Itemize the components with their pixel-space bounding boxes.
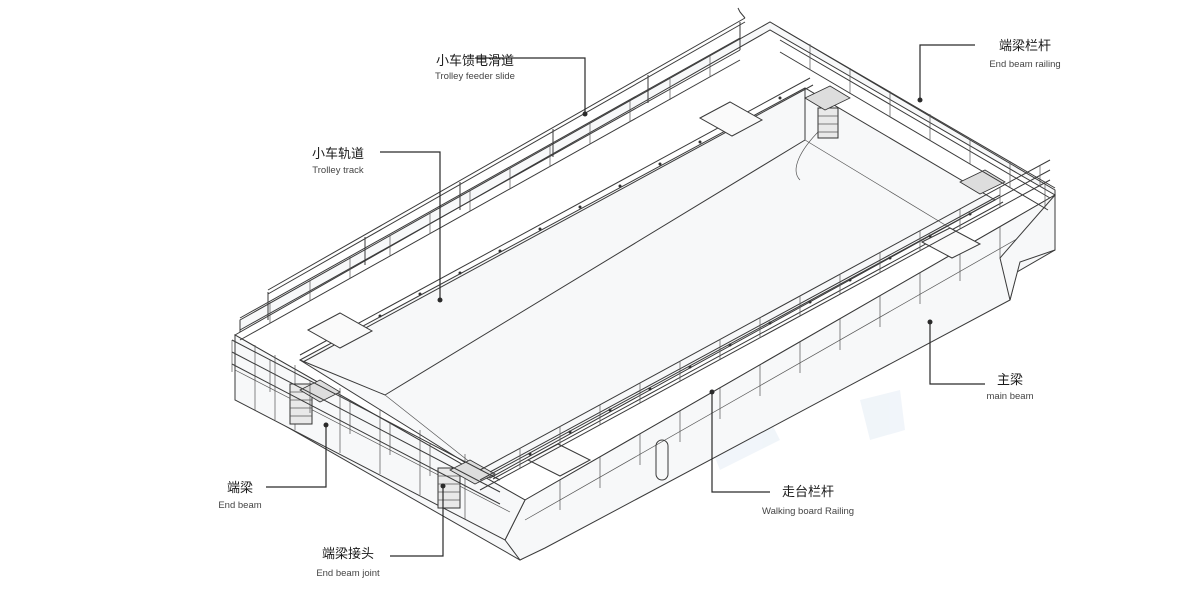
hatch-near-right	[920, 227, 982, 259]
callout-walking-board-railing: 走台栏杆 Walking board Railing	[709, 389, 854, 517]
end-beam-railing-right	[779, 27, 1056, 211]
callout-end-beam-joint: 端梁接头 End beam joint	[316, 483, 446, 579]
callout-end-beam-railing: 端梁栏杆 End beam railing	[917, 39, 1061, 103]
label-end-beam-railing-cn: 端梁栏杆	[999, 39, 1051, 54]
label-end-beam-joint-cn: 端梁接头	[322, 546, 374, 562]
callout-main-beam: 主梁 main beam	[927, 319, 1034, 402]
callout-trolley-track: 小车轨道 Trolley track	[312, 146, 443, 303]
hatch-far-left	[306, 312, 374, 349]
hatch-far-right	[698, 101, 764, 137]
end-beam-railing-left	[231, 339, 501, 505]
label-walking-board-railing-en: Walking board Railing	[762, 506, 854, 517]
label-main-beam-en: main beam	[987, 391, 1034, 402]
hatch-near-left	[526, 443, 592, 477]
end-beam-joint-right	[817, 107, 839, 139]
label-trolley-track-cn: 小车轨道	[312, 146, 364, 162]
label-end-beam-en: End beam	[218, 500, 261, 511]
far-main-beam-inner-wall	[299, 88, 806, 396]
label-trolley-track-en: Trolley track	[312, 165, 364, 176]
label-trolley-feeder-slide-cn: 小车馈电滑道	[436, 53, 514, 69]
label-walking-board-railing-cn: 走台栏杆	[782, 485, 834, 500]
label-main-beam-cn: 主梁	[997, 373, 1023, 388]
label-end-beam-railing-en: End beam railing	[989, 59, 1060, 70]
walkway-grating-right1	[804, 85, 851, 111]
trolley-track-near	[489, 194, 1001, 473]
near-beam-railing	[479, 159, 1051, 491]
manhole	[655, 439, 669, 481]
callout-end-beam: 端梁 End beam	[218, 422, 329, 511]
end-beam-right	[999, 193, 1056, 301]
trolley-feeder-slide	[267, 7, 746, 320]
callout-trolley-feeder-slide: 小车馈电滑道 Trolley feeder slide	[435, 53, 588, 117]
label-end-beam-joint-en: End beam joint	[316, 568, 380, 579]
walkway-grating-right2	[959, 169, 1006, 195]
far-beam-railing	[239, 37, 741, 341]
label-trolley-feeder-slide-en: Trolley feeder slide	[435, 71, 515, 82]
near-beam-stiffeners	[559, 227, 1001, 510]
label-end-beam-cn: 端梁	[227, 481, 253, 496]
crane-bridge-structure	[231, 7, 1057, 561]
